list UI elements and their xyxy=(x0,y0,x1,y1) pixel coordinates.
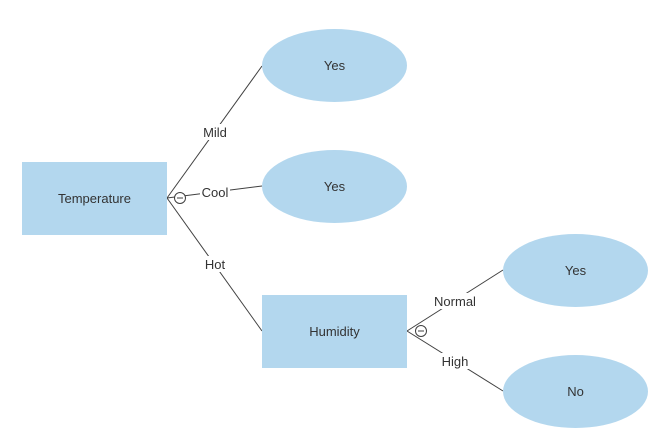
svg-text:High: High xyxy=(442,354,469,369)
svg-text:Normal: Normal xyxy=(434,294,476,309)
svg-text:Yes: Yes xyxy=(565,263,587,278)
edge-label-high: High xyxy=(440,353,470,369)
edge-label-cool: Cool xyxy=(200,184,230,200)
node-yes-mild[interactable]: Yes xyxy=(262,29,407,102)
svg-text:Mild: Mild xyxy=(203,125,227,140)
node-temperature[interactable]: Temperature xyxy=(22,162,167,235)
node-yes-normal[interactable]: Yes xyxy=(503,234,648,307)
edge-label-mild: Mild xyxy=(200,124,230,140)
collapse-humidity-minus-circle-icon[interactable] xyxy=(415,325,427,337)
edge-label-normal: Normal xyxy=(432,293,478,309)
svg-text:Humidity: Humidity xyxy=(309,324,360,339)
collapse-temperature-minus-circle-icon[interactable] xyxy=(174,192,186,204)
node-humidity[interactable]: Humidity xyxy=(262,295,407,368)
svg-text:Yes: Yes xyxy=(324,58,346,73)
svg-text:Yes: Yes xyxy=(324,179,346,194)
edge-label-hot: Hot xyxy=(202,256,228,272)
svg-text:No: No xyxy=(567,384,584,399)
node-yes-cool[interactable]: Yes xyxy=(262,150,407,223)
node-no-high[interactable]: No xyxy=(503,355,648,428)
svg-text:Temperature: Temperature xyxy=(58,191,131,206)
svg-text:Cool: Cool xyxy=(202,185,229,200)
svg-text:Hot: Hot xyxy=(205,257,226,272)
